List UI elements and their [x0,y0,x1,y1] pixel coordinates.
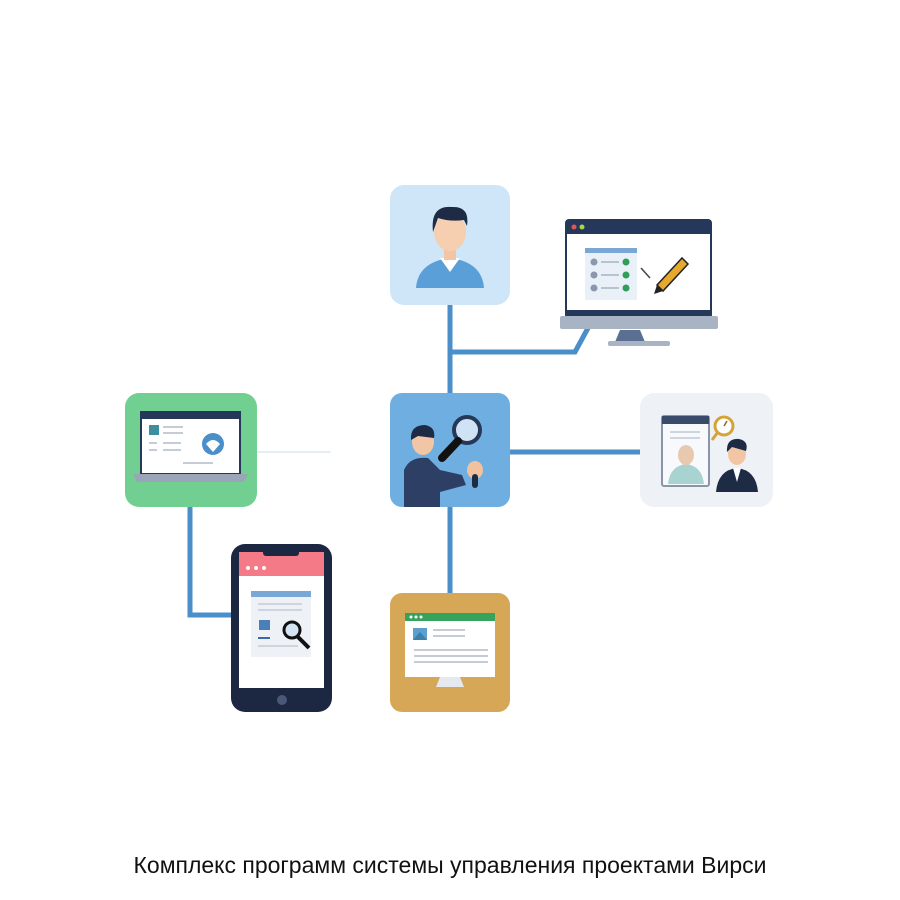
connectors [187,302,643,618]
magnifier-icon [282,620,311,650]
smartphone-icon [231,544,332,712]
pencil-icon [640,256,690,294]
connector-user-monitor [447,325,591,355]
center-analyst-tile [390,393,510,507]
diagram-caption: Комплекс программ системы управления про… [133,852,767,878]
desktop-tile [390,593,510,712]
user-tile [390,185,510,305]
laptop-icon [133,411,248,482]
user-avatar-icon [416,206,484,288]
businessman-icon [716,438,758,492]
monitor-checklist-icon [560,219,718,346]
desktop-monitor-icon [405,613,495,687]
analyst-magnifier-icon [404,415,483,507]
candidate-review-tile [640,393,773,507]
connector-laptop-phone [187,504,234,618]
clock-icon [710,415,735,441]
profile-card-icon [661,415,710,487]
laptop-tile [125,393,257,507]
